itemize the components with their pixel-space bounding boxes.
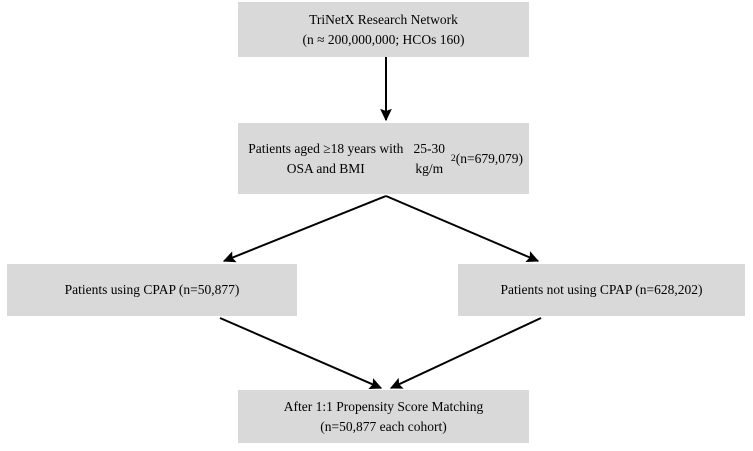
node-patients-not-using-cpap: Patients not using CPAP (n=628,202) [458,264,745,316]
node-eligible-patients: Patients aged ≥18 years with OSA and BMI… [238,123,529,194]
arrow-cpap-to-matched [219,317,383,389]
node-patients-using-cpap: Patients using CPAP (n=50,877) [7,264,297,316]
node-eligible-line1: Patients aged ≥18 years with OSA and BMI [248,141,404,176]
node-eligible-line2-prefix: 25-30 kg/m [413,141,446,176]
node-eligible-line2-suffix: (n=679,079) [455,150,523,166]
arrow-no-cpap-to-matched [389,317,542,389]
arrow-eligible-to-cpap [222,195,387,263]
node-trinetx-research-network: TriNetX Research Network (n ≈ 200,000,00… [238,2,529,57]
arrow-eligible-to-no-cpap [385,195,540,263]
node-propensity-score-matched: After 1:1 Propensity Score Matching (n=5… [238,390,529,443]
